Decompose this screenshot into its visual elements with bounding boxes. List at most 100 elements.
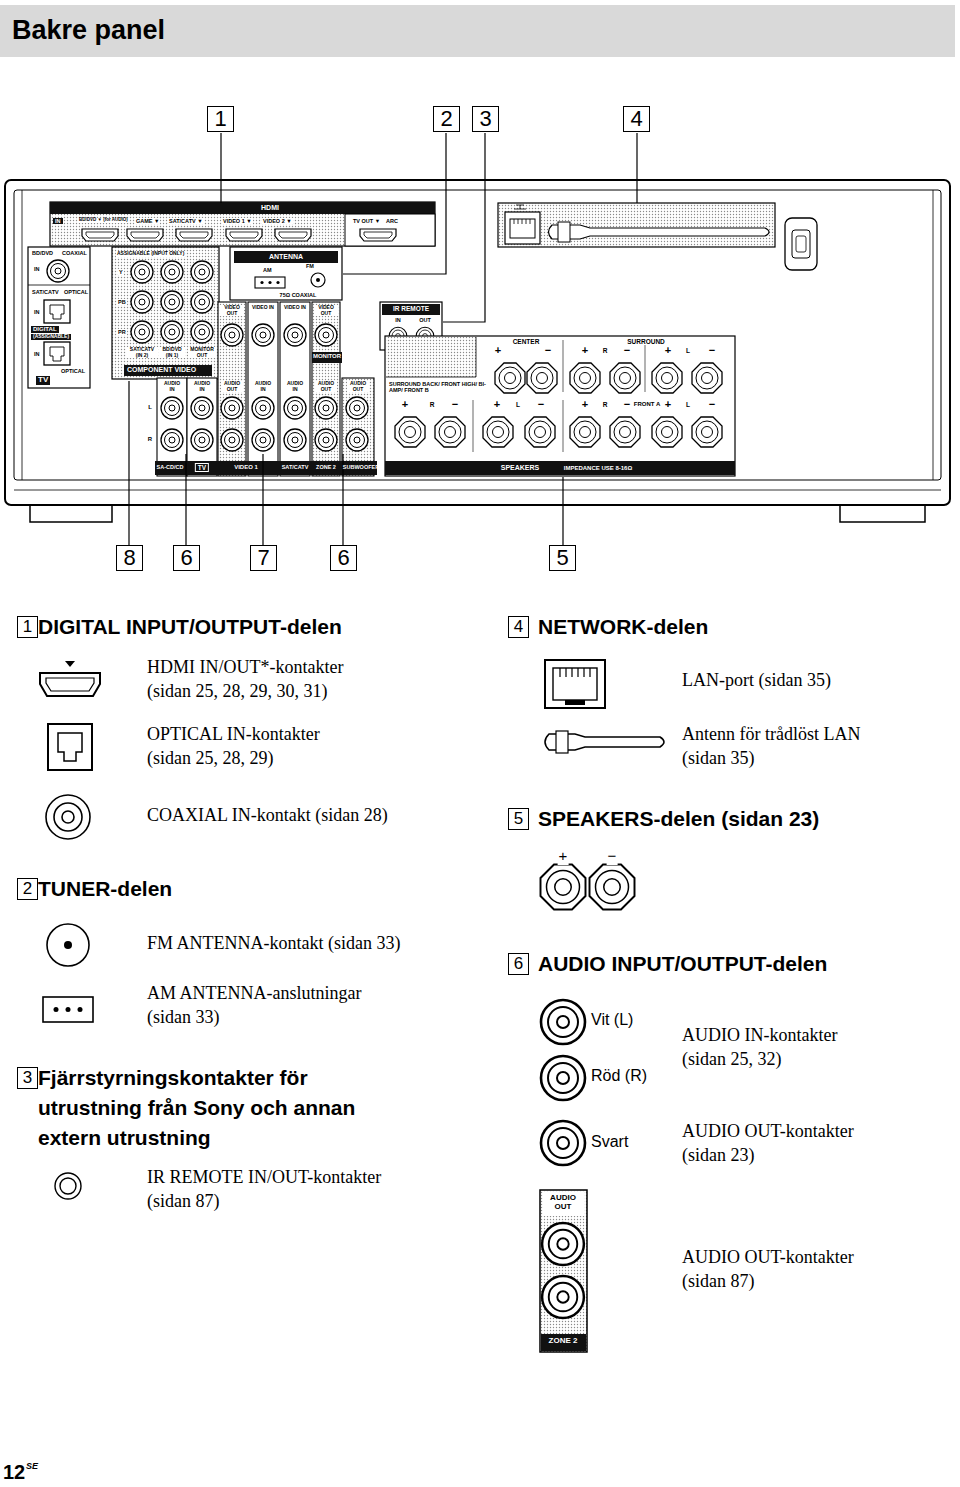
- power-inlet: [785, 218, 817, 270]
- audio-jack-icon: [541, 1121, 585, 1165]
- panel-label: VIDEO IN: [251, 305, 275, 311]
- am-antenna-icon: [43, 997, 93, 1022]
- hdmi-section: [360, 229, 396, 241]
- panel-label: −: [544, 344, 552, 356]
- coaxial-icon: [46, 795, 90, 839]
- callout-number: 6: [173, 545, 200, 571]
- panel-label: IN: [33, 266, 41, 272]
- speaker-section: [385, 461, 735, 475]
- panel-label: −: [451, 398, 459, 410]
- callout-number: 6: [508, 953, 529, 975]
- ir-jack-icon: [60, 1178, 76, 1194]
- audio-video-section: [191, 429, 213, 451]
- panel-label: +: [493, 398, 501, 410]
- speaker-section: [563, 400, 564, 452]
- panel-label: PB: [117, 299, 127, 305]
- title-band: [0, 5, 955, 57]
- antenna-section: [230, 247, 342, 300]
- panel-label: Vit (L): [590, 1011, 634, 1029]
- component-video-section: [124, 365, 212, 376]
- callout-number: 3: [17, 1067, 38, 1089]
- callout-number: 5: [508, 808, 529, 830]
- panel-label: 12: [2, 1461, 26, 1483]
- panel-label: IMPEDANCE USE 8-16Ω: [564, 465, 633, 472]
- speaker-section: [483, 417, 513, 447]
- panel-label: VIDEO IN: [283, 305, 307, 311]
- speaker-section: [570, 417, 600, 447]
- callout-number: 2: [433, 106, 460, 132]
- am-antenna-icon: [43, 997, 93, 1022]
- power-inlet: [785, 218, 817, 270]
- callout-number: 4: [623, 106, 650, 132]
- fm-antenna-icon: [47, 924, 89, 966]
- panel-label: COAXIAL: [61, 250, 88, 256]
- panel-label: GAME ▼: [135, 218, 160, 224]
- section-heading: TUNER-delen: [38, 874, 172, 904]
- panel-label: BD/DVD ▼ (for AUDIO): [78, 218, 129, 223]
- panel-label: TV: [36, 376, 50, 385]
- audio-jack-icon: [541, 1000, 585, 1165]
- audio-video-section: [315, 324, 337, 346]
- description-text: AM ANTENNA-anslutningar (sidan 33): [147, 981, 387, 1029]
- panel-label: MONITOR OUT: [188, 347, 216, 358]
- hdmi-icon: [40, 661, 100, 696]
- hdmi-section: [82, 229, 118, 241]
- panel-label: IN: [53, 218, 63, 224]
- panel-label: R: [429, 401, 436, 408]
- hdmi-icon: [40, 673, 100, 696]
- audio-video-section: [248, 302, 278, 476]
- callout-number: 1: [207, 106, 234, 132]
- leader-line: [636, 133, 637, 203]
- antenna-section: [230, 247, 342, 300]
- speaker-section: [645, 340, 646, 392]
- component-video-section: [131, 261, 153, 283]
- panel-label: AUDIO IN: [161, 381, 183, 392]
- callout-number: 3: [472, 106, 499, 132]
- section-heading: SPEAKERS-delen (sidan 23): [538, 804, 819, 834]
- speaker-section: [386, 337, 476, 377]
- panel-label: VIDEO OUT: [220, 305, 244, 316]
- panel-label: IN: [33, 351, 41, 357]
- lan-port-icon: [545, 660, 605, 708]
- panel-label: −: [537, 398, 545, 410]
- leader-line: [128, 381, 129, 545]
- speaker-section: [385, 336, 735, 476]
- chassis: [14, 190, 941, 480]
- zone2-output-icon: [542, 1223, 584, 1265]
- panel-label: −: [708, 344, 716, 356]
- am-antenna-icon: [78, 1007, 83, 1012]
- network-section: [498, 203, 775, 247]
- audio-video-section: [252, 324, 274, 346]
- panel-label: L: [685, 347, 691, 354]
- coaxial-icon: [46, 795, 90, 839]
- component-video-section: [191, 321, 213, 343]
- digital-section: [47, 260, 69, 282]
- speaker-section: [386, 377, 476, 378]
- speaker-section: [395, 417, 425, 447]
- leader-line: [262, 454, 263, 545]
- panel-label: +: [581, 398, 589, 410]
- component-video-section: [112, 247, 219, 379]
- audio-video-section: [221, 397, 243, 419]
- panel-label: COMPONENT VIDEO: [127, 366, 196, 374]
- wireless-antenna-icon: [545, 731, 664, 753]
- panel-label: L: [147, 404, 153, 411]
- antenna-section: [260, 281, 263, 284]
- hdmi-section: [50, 202, 435, 246]
- description-text: Antenn för trådlöst LAN (sidan 35): [682, 722, 902, 770]
- panel-label: AUDIO OUT: [221, 381, 243, 392]
- panel-label: 75Ω COAXIAL: [279, 292, 318, 298]
- digital-section: [44, 342, 70, 365]
- zone2-output-icon: [543, 1192, 584, 1216]
- callout-number: 1: [17, 616, 38, 638]
- description-text: HDMI IN/OUT*-kontakter (sidan 25, 28, 29…: [147, 655, 382, 703]
- chassis: [5, 180, 950, 505]
- antenna-section: [234, 251, 338, 263]
- zone2-output-icon: [540, 1190, 587, 1352]
- panel-label: +: [664, 344, 672, 356]
- speaker-section: [525, 417, 555, 447]
- zone2-output-icon: [541, 1334, 586, 1351]
- network-section: [514, 219, 530, 224]
- audio-video-section: [284, 324, 306, 346]
- description-text: AUDIO OUT-kontakter (sidan 87): [682, 1245, 882, 1293]
